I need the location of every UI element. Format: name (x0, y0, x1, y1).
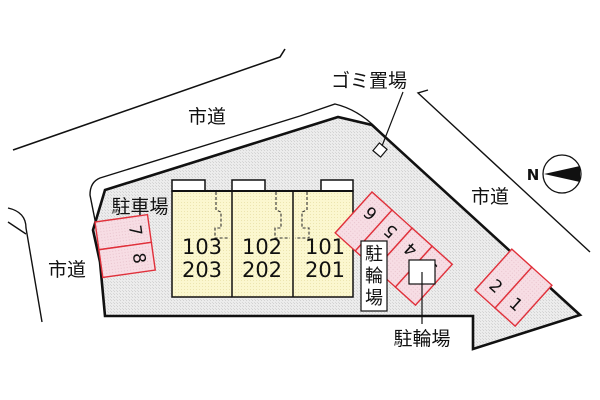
road-lines (7, 48, 591, 323)
road-label-top: 市道 (188, 106, 226, 128)
unit-upper-label: 102 (242, 235, 282, 259)
parking-left: 7 8 (94, 213, 157, 279)
unit-lower-label: 203 (182, 258, 222, 282)
compass-icon: N (527, 154, 582, 194)
parking-label: 駐車場 (111, 196, 168, 218)
unit-102-202: 102 202 (242, 235, 282, 282)
unit-lower-label: 202 (242, 258, 282, 282)
parking-space-8: 8 (128, 252, 149, 266)
garbage-station-label: ゴミ置場 (331, 70, 407, 92)
road-label-left: 市道 (48, 259, 86, 281)
building (171, 179, 354, 298)
garbage-station (372, 91, 404, 158)
bicycle-parking-box (360, 240, 388, 312)
unit-103-203: 103 203 (182, 235, 222, 282)
bicycle-parking-char-1: 駐 (365, 244, 383, 265)
road-label-right: 市道 (471, 186, 509, 208)
bicycle-parking-char-3: 場 (365, 288, 383, 309)
unit-upper-label: 101 (305, 235, 345, 259)
compass-north-label: N (527, 166, 540, 184)
parking-right-pair: 2 1 (474, 248, 553, 328)
unit-101-201: 101 201 (305, 235, 345, 282)
bicycle-parking-label: 駐輪場 (393, 328, 450, 350)
parking-space-7: 7 (124, 224, 145, 238)
bicycle-parking-char-2: 輪 (365, 266, 383, 287)
unit-lower-label: 201 (305, 258, 345, 282)
unit-upper-label: 103 (182, 235, 222, 259)
